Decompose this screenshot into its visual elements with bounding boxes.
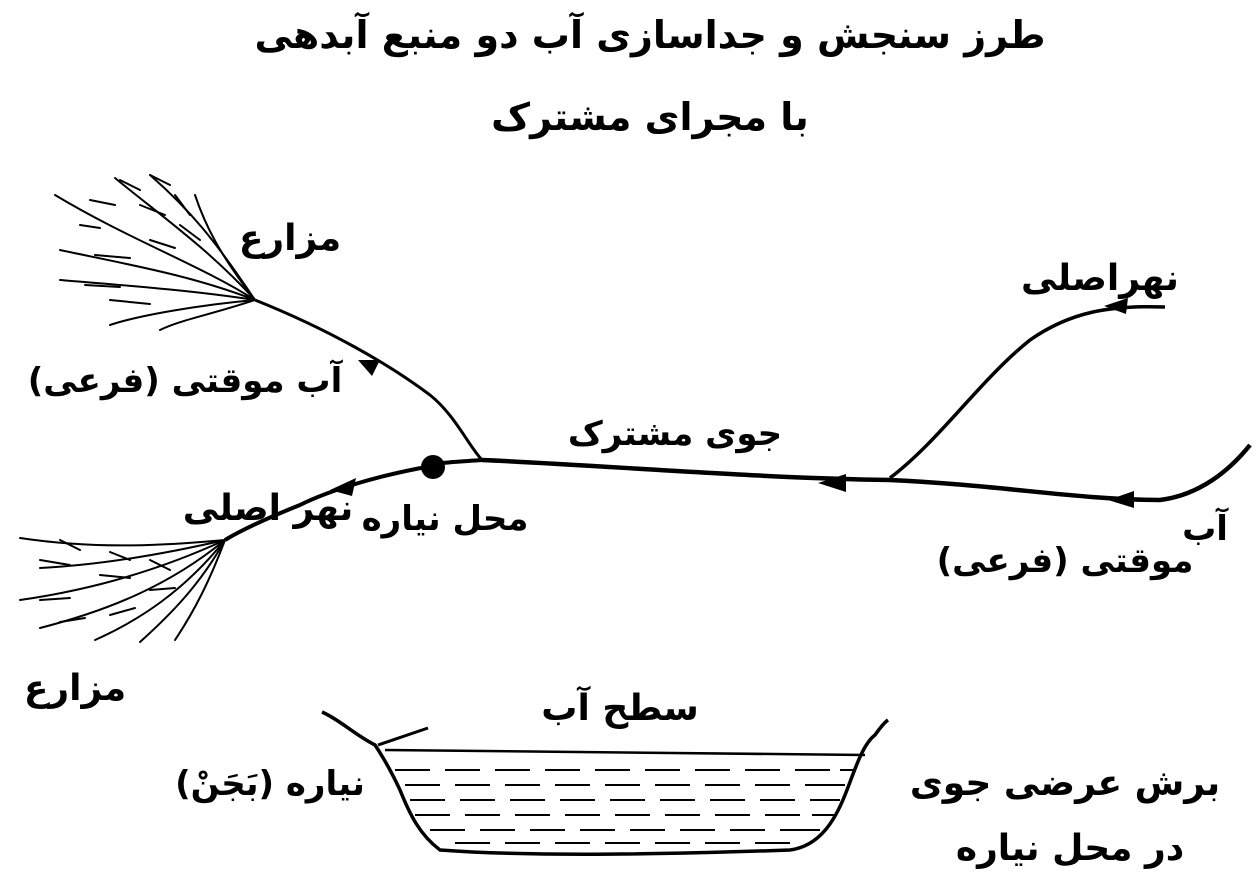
label-fields-top: مزارع [239,218,341,259]
fields-bottom-fan [19,537,226,643]
label-cross-section-line-1: برش عرضی جوی [910,763,1220,804]
label-temp-water-right-2: موقتی (فرعی) [937,541,1194,581]
flow-arrow-shared [818,474,846,492]
water-hatching [395,769,855,844]
channel-bed-outline [321,710,890,856]
fields-top-fan [54,174,256,331]
label-shared-channel: جوی مشترک [568,414,782,454]
label-niyare: نیاره (بَجَنْ) [175,764,365,804]
flow-arrow-left-branch [358,360,380,376]
label-main-canal-left: نهر اصلی [183,488,353,529]
label-temp-water-right-1: آب [1182,507,1229,549]
temp-water-branch-left [254,298,484,462]
main-canal-right-line [888,304,1166,480]
label-temp-water-left: آب موقتی (فرعی) [28,359,344,401]
diversion-point-marker [421,455,445,479]
flow-arrow-main-right [1104,298,1128,314]
label-water-surface: سطح آب [541,685,698,729]
label-cross-section-line-2: در محل نیاره [956,828,1184,869]
water-surface-line [384,748,866,757]
niyare-pointer-line [377,726,429,747]
shared-channel-line [481,443,1252,503]
label-main-canal-right: نهراصلی [1021,258,1179,299]
flow-arrow-main-left [330,478,356,496]
label-diversion-point: محل نیاره [362,499,529,539]
label-fields-bottom: مزارع [24,668,126,709]
diagram-title-line-1: طرز سنجش و جداسازی آب دو منبع آبدهی [254,11,1045,58]
flow-arrow-right-temp [1108,491,1134,508]
diagram-title-line-2: با مجرای مشترک [491,95,809,139]
channel-cross-section [321,710,890,856]
